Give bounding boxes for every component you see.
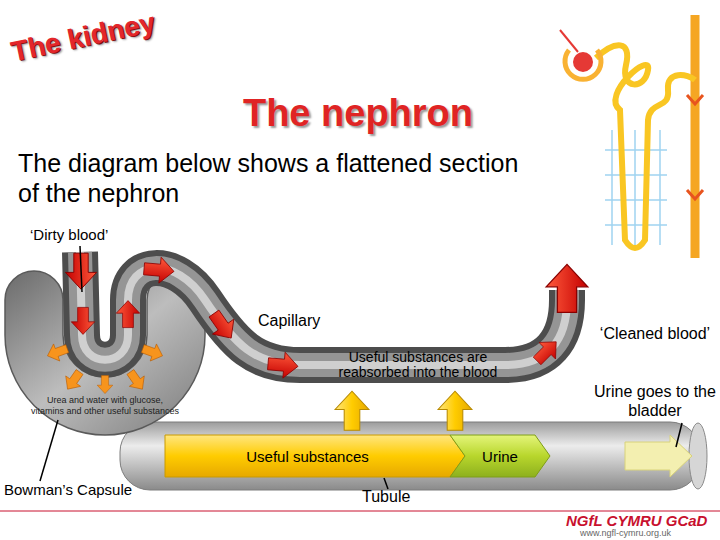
capillary-line [605,174,667,176]
filtration-arrow [140,340,166,364]
flow-chevron [687,190,703,199]
blood-flow-arrow [71,307,94,334]
page-title: The nephron [0,90,716,136]
capillary-line [605,149,667,151]
filtration-arrows [44,340,165,394]
band-shape [450,435,550,477]
blood-flow-arrow [546,264,588,312]
part-label: Capillary [258,311,320,330]
leader-line [676,423,682,447]
capillary-line [634,130,636,245]
capillary-line [611,130,613,245]
page-heading: The kidney [8,6,158,70]
capillary-line [659,130,661,245]
blood-vessel [560,30,578,52]
capillary-highlight [80,252,567,365]
blood-flow-arrow [529,334,565,370]
capillary-wall [80,252,567,365]
nephron-thumbnail [560,15,703,258]
part-label: Tubule [362,487,410,506]
callout-label: ‘Dirty blood’ [30,226,108,244]
leader-line [80,246,82,292]
footer-rule [0,511,720,512]
band-shape [165,435,465,477]
capillary-body [80,252,567,365]
capillary-line [605,199,667,201]
reabsorption-arrows [335,391,472,430]
leader-line [384,478,388,489]
urine-band: Urine [450,435,550,477]
filtration-arrow [44,340,70,364]
logo-text: NGfL CYMRU GCaD [566,512,707,530]
filtration-arrow [97,376,113,394]
logo-url: www.ngfl-cymru.org.uk [580,528,671,539]
capillary-tube [80,252,567,365]
tubule-thumbnail [596,45,695,248]
reabsorption-arrow [438,391,472,430]
blood-flow-arrow [143,256,175,285]
leader-line [40,420,58,481]
callout-label: Urine goes to the bladder [592,382,718,420]
flow-chevron [687,95,703,104]
filtrate-note: Urea and water with glucose, vitamins an… [30,395,180,416]
filtration-arrow [123,367,150,395]
reabsorption-arrow [335,391,369,430]
intro-text: The diagram below shows a flattened sect… [18,148,530,208]
blood-flow-arrow [203,306,242,345]
tubule-tube [120,422,700,490]
blood-flow-arrows [65,253,587,379]
leader-lines [40,246,682,489]
band-label: Useful substances [246,448,369,465]
collecting-duct [691,15,700,258]
capsule-thumbnail [565,50,601,79]
callout-label: ‘Cleaned blood’ [598,324,712,343]
process-note: Useful substances are reabsorbed into th… [318,350,518,380]
urine-flow-arrow [625,435,692,477]
part-label: Bowman’s Capsule [4,481,132,499]
blood-flow-arrow [267,351,299,380]
blood-flow-arrow [116,301,139,328]
band-label: Urine [482,448,518,465]
filtration-arrow [60,367,87,395]
capillary-line [605,224,667,226]
glomerulus-thumbnail [573,52,593,72]
tubule-band: Useful substances [165,435,465,477]
